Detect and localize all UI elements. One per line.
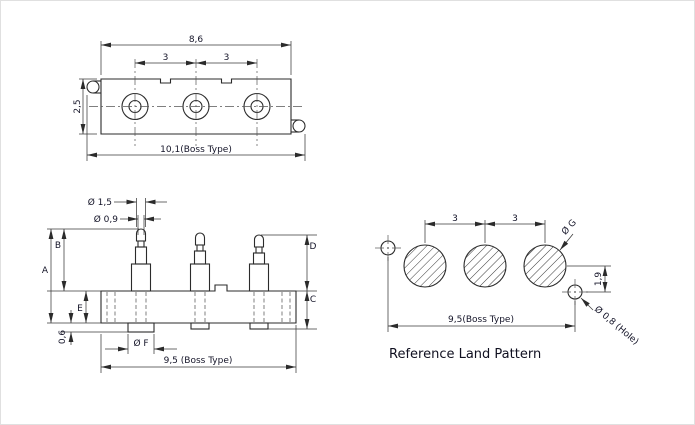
pad-right: [249, 322, 269, 330]
dim-land-hole-diameter: Ø 0,8 (Hole): [592, 304, 641, 347]
dim-pad-diameter: Ø F: [133, 338, 148, 349]
top-view: 8,6 3 3 2,5 10,1(Boss Type): [73, 35, 306, 161]
land-pattern-centerlines: [375, 235, 588, 305]
land-pattern: 3 3 Ø G 1,9 Ø 0,8 (Hole) 9,5(Boss Type) …: [375, 214, 641, 362]
pad-middle: [190, 322, 210, 330]
front-view-hidden-lines: [106, 292, 291, 322]
top-view-body: [100, 78, 292, 135]
pin2-barrel: [189, 263, 211, 292]
dim-b: B: [55, 241, 61, 251]
land-pad-2: [463, 244, 507, 288]
land-pattern-dimension-lines: [387, 220, 611, 332]
dim-front-overall: 9,5 (Boss Type): [164, 356, 233, 366]
dim-tip-diameter: Ø 1,5: [88, 197, 112, 208]
top-view-centerlines: [89, 59, 303, 146]
land-pad-1: [403, 244, 447, 288]
dim-top-pitch-left: 3: [163, 53, 169, 63]
dim-e: E: [77, 304, 83, 314]
dim-top-overall: 10,1(Boss Type): [160, 145, 232, 155]
dim-d: D: [310, 242, 317, 252]
dim-pad-height: 0,6: [58, 330, 68, 345]
pin1-barrel: [130, 263, 152, 292]
pin1-shaft: [134, 246, 148, 265]
pin1-neck: [137, 240, 145, 248]
dim-top-pitch-right: 3: [224, 53, 230, 63]
dim-a: A: [42, 266, 49, 276]
pin2-shaft: [193, 250, 207, 265]
pin1-tip: [135, 228, 147, 242]
pin3-tip: [253, 234, 265, 248]
land-pattern-pads: [380, 240, 583, 300]
dim-top-height: 2,5: [73, 99, 83, 113]
pad-left: [127, 322, 155, 333]
dim-land-pitch-left: 3: [452, 214, 458, 224]
front-view-outline: [100, 228, 297, 333]
pin2-tip: [194, 232, 206, 246]
right-ear-hole: [292, 119, 306, 133]
left-ear-hole: [86, 80, 100, 94]
dim-land-offset: 1,9: [594, 272, 604, 287]
front-view-dimension-lines: [47, 198, 317, 373]
top-view-dimension-lines: [79, 41, 306, 161]
dim-land-overall: 9,5(Boss Type): [448, 315, 514, 325]
front-view: Ø 1,5 Ø 0,9 A B E 0,6 Ø F 9,5 (Boss Type…: [42, 197, 317, 373]
pin2-neck: [196, 244, 204, 252]
front-view-base: [100, 284, 297, 324]
pin3-neck: [255, 246, 263, 254]
dim-neck-diameter: Ø 0,9: [94, 214, 119, 225]
land-pad-3: [523, 244, 567, 288]
land-pattern-caption: Reference Land Pattern: [389, 347, 541, 362]
dim-land-pitch-right: 3: [512, 214, 518, 224]
pin3-shaft: [252, 252, 266, 265]
pin3-barrel: [248, 263, 270, 292]
dim-c: C: [310, 295, 316, 305]
dim-land-pad-diameter: Ø G: [559, 217, 579, 237]
dim-top-width: 8,6: [189, 35, 204, 45]
